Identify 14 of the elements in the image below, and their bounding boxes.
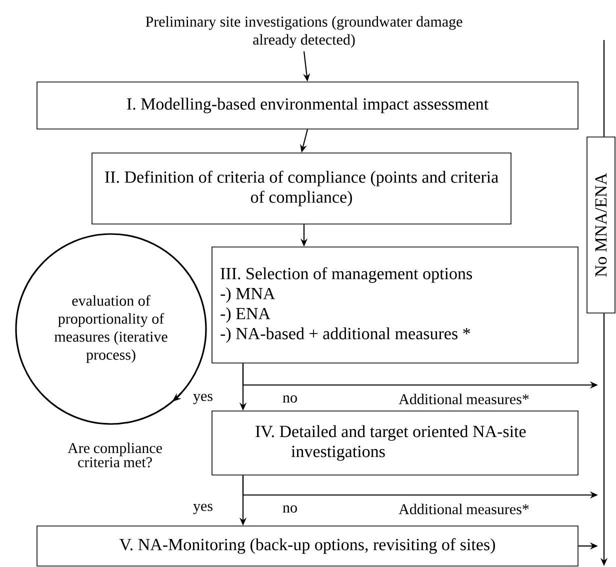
edge-label: no — [282, 505, 297, 513]
heading-text: Preliminary site investigations (groundwater damage already detected) — [146, 16, 462, 48]
rotated-box: No MNA/ENA — [586, 136, 616, 314]
edge-label: no — [282, 395, 297, 403]
process-box: II. Definition of criteria of compliance (points and criteria of compliance) — [92, 152, 512, 224]
process-box: V. NA-Monitoring (back-up options, revisiting of sites) — [36, 526, 578, 566]
edge-label: yes — [193, 504, 212, 514]
note-text: Additional measures* — [398, 504, 529, 514]
process-box: IV. Detailed and target oriented NA-site investigations — [212, 410, 578, 476]
note-text: Additional measures* — [398, 394, 529, 404]
note-text: Are compliance criteria met? — [68, 442, 162, 468]
process-box: III. Selection of management options -) MNA -) ENA -) NA-based + additional measures * — [212, 246, 578, 364]
process-box: I. Modelling-based environmental impact assessment — [36, 82, 578, 130]
edge-label: yes — [193, 394, 212, 404]
